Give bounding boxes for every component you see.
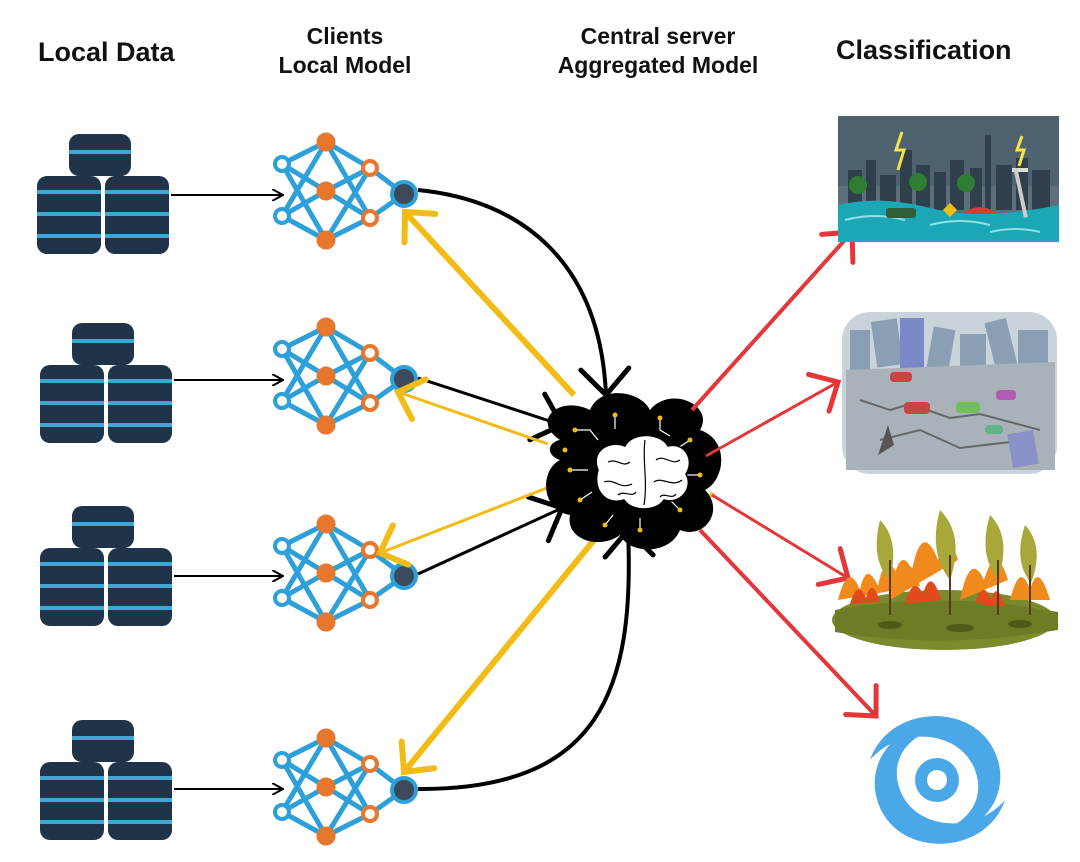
local-model-label: Local Model (278, 51, 412, 78)
neural-network-icon (275, 516, 416, 630)
download-arrow (375, 484, 553, 568)
aggregated-model-label: Aggregated Model (557, 51, 759, 78)
upload-arrow (417, 188, 632, 399)
clients-label: Clients (306, 23, 384, 49)
download-arrow (398, 538, 597, 776)
download-arrow (393, 376, 549, 446)
neural-network-icon (275, 134, 416, 248)
database-icon (40, 506, 172, 626)
classification-header: Classification (836, 34, 1012, 68)
classification-arrow (698, 528, 879, 719)
cyclone-icon (870, 716, 1005, 844)
central-brain-icon (546, 393, 722, 550)
neural-network-icon (275, 319, 416, 433)
local-data-header: Local Data (38, 36, 175, 70)
upload-arrow (417, 494, 566, 576)
neural-network-icon (275, 730, 416, 844)
server-header: Central server Aggregated Model (528, 22, 788, 80)
flood-storm-icon (838, 116, 1059, 242)
local-data-label: Local Data (38, 37, 175, 67)
wildfire-icon (832, 510, 1058, 650)
classification-arrow (705, 371, 842, 458)
database-icon (40, 323, 172, 443)
classification-label: Classification (836, 35, 1012, 65)
upload-arrow (417, 526, 656, 792)
central-server-label: Central server (580, 23, 736, 49)
classification-arrow (690, 229, 856, 412)
upload-arrow (417, 376, 566, 443)
database-icon (37, 134, 169, 254)
clients-header: Clients Local Model (250, 22, 440, 80)
classification-arrow (711, 493, 852, 587)
earthquake-icon (842, 312, 1057, 474)
database-icon (40, 720, 172, 840)
download-arrow (401, 208, 577, 398)
